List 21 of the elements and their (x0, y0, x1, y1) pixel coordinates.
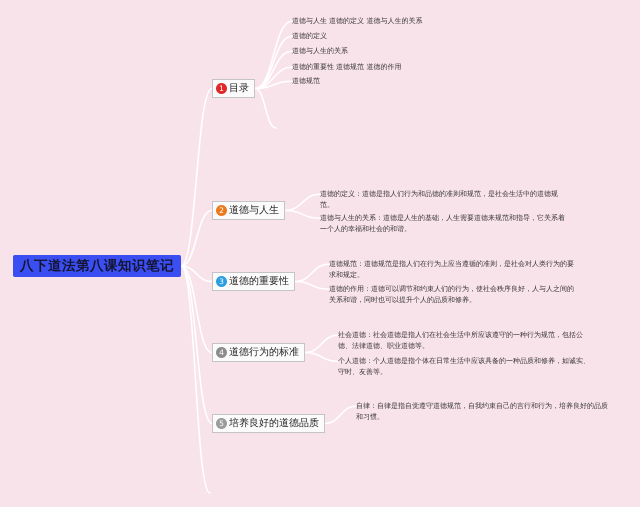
branch-line (304, 352, 339, 362)
branch-line (304, 334, 339, 354)
branch-line (324, 406, 357, 424)
branch-line (284, 194, 321, 212)
branch-line (294, 280, 330, 290)
branch-line (294, 264, 330, 282)
topic-label: 道德行为的标准 (229, 346, 299, 358)
topic-label: 道德与人生 (229, 204, 279, 216)
topic-box (212, 414, 325, 433)
topic-label: 道德的重要性 (229, 276, 289, 288)
branch-line (284, 210, 321, 219)
topic-box (212, 201, 285, 220)
branch-line (180, 88, 213, 267)
topic-label: 培养良好的道德品质 (229, 418, 319, 430)
branch-line (180, 265, 211, 494)
topic-label: 目录 (229, 82, 249, 94)
topic-box (212, 343, 305, 362)
branch-line (254, 88, 277, 129)
topic-box (212, 79, 255, 98)
central-topic-box: 八下道法第八课知识笔记 (13, 255, 181, 277)
topic-box (212, 272, 295, 291)
